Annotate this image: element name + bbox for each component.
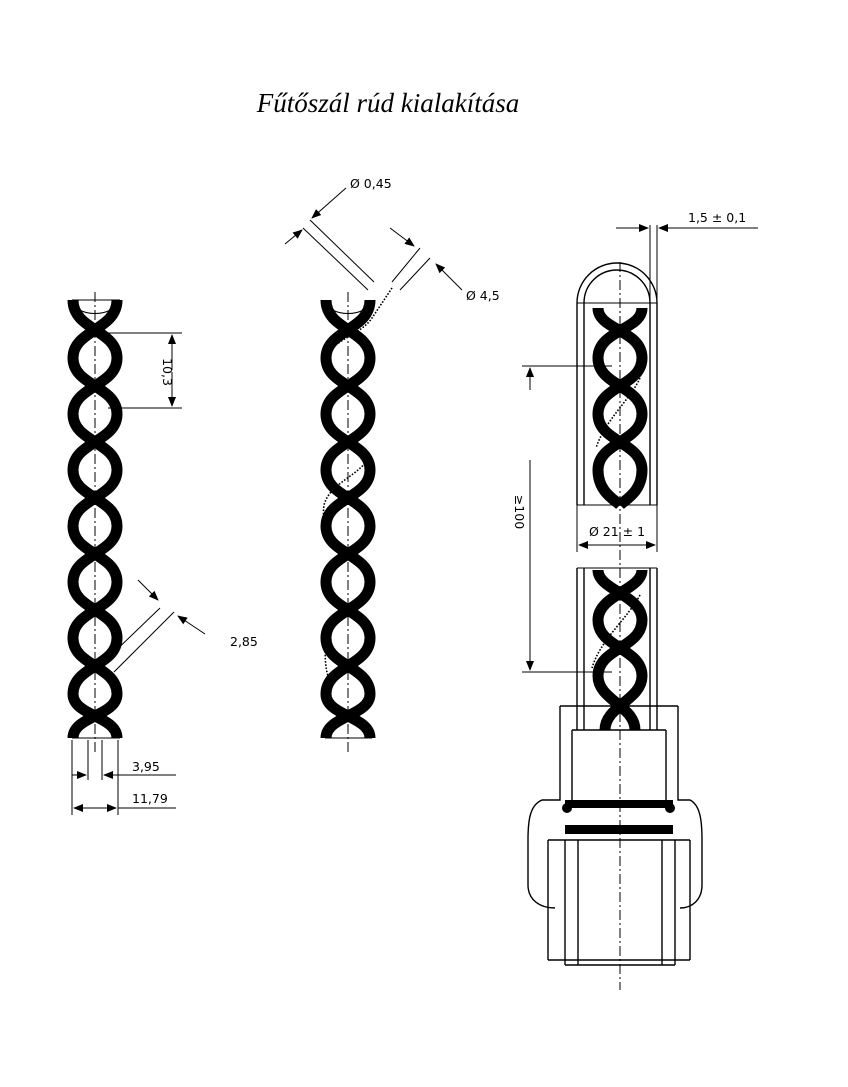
tube-coil-lower xyxy=(591,594,641,669)
rod-left-strand-a xyxy=(67,299,123,740)
coil-ext-b xyxy=(399,257,431,291)
tube-diameter-label: Ø 21 ± 1 xyxy=(589,524,645,539)
strand-width-label: 2,85 xyxy=(230,634,258,649)
drawing-title: Fűtőszál rúd kialakítása xyxy=(256,88,520,118)
strand-width-arrow-out xyxy=(177,615,206,635)
heating-coil-segment-3 xyxy=(324,584,371,683)
length-label: ≥100 xyxy=(512,495,527,529)
coil-ext-a xyxy=(391,247,421,283)
coil-arrow-out xyxy=(435,263,463,291)
fitting-right-outline xyxy=(677,706,703,909)
twisted-rod-with-coil: Ø 0,45 Ø 4,5 xyxy=(284,176,500,752)
tube-coil-upper xyxy=(595,377,641,449)
rod-left-strand-b xyxy=(67,299,123,740)
seal-ring-lower xyxy=(565,825,673,834)
wire-diameter-label: Ø 0,45 xyxy=(350,176,392,191)
coil-diameter-label: Ø 4,5 xyxy=(466,288,500,303)
coil-arrow-in xyxy=(389,227,415,247)
o-ring-left xyxy=(562,803,572,813)
o-ring-right xyxy=(665,803,675,813)
pitch-label: 10,3 xyxy=(160,358,175,386)
heating-coil-segment-2 xyxy=(322,454,371,537)
seal-ring-upper xyxy=(565,800,673,808)
core-width-label: 3,95 xyxy=(132,759,160,774)
rod-left-top-cap xyxy=(72,299,118,314)
wire-arrow-out xyxy=(284,229,303,245)
tube-upper-outer-wall xyxy=(576,262,658,505)
rod-mid-top-cap xyxy=(325,299,371,314)
strand-width-line-b xyxy=(113,611,175,673)
strand-width-line-a xyxy=(104,607,161,662)
fitting-left-outline xyxy=(527,706,561,909)
tube-assembly: 1,5 ± 0,1 Ø 21 ± 1 ≥100 xyxy=(512,210,758,990)
wall-thickness-label: 1,5 ± 0,1 xyxy=(688,210,746,225)
tube-upper-inner-wall xyxy=(583,269,651,505)
strand-width-arrow-in xyxy=(137,579,159,601)
tube-strand-b xyxy=(592,306,648,510)
tube-strand-a xyxy=(592,306,648,510)
heating-coil-segment-1 xyxy=(321,287,393,363)
tube-strand-lower-b xyxy=(592,568,648,731)
wire-ext-a xyxy=(309,219,375,283)
wire-ext-b xyxy=(302,227,369,291)
wire-arrow-in xyxy=(311,187,347,219)
overall-width-label: 11,79 xyxy=(132,791,168,806)
twisted-rod-left: 10,3 2,85 3,95 11,79 xyxy=(67,292,258,815)
